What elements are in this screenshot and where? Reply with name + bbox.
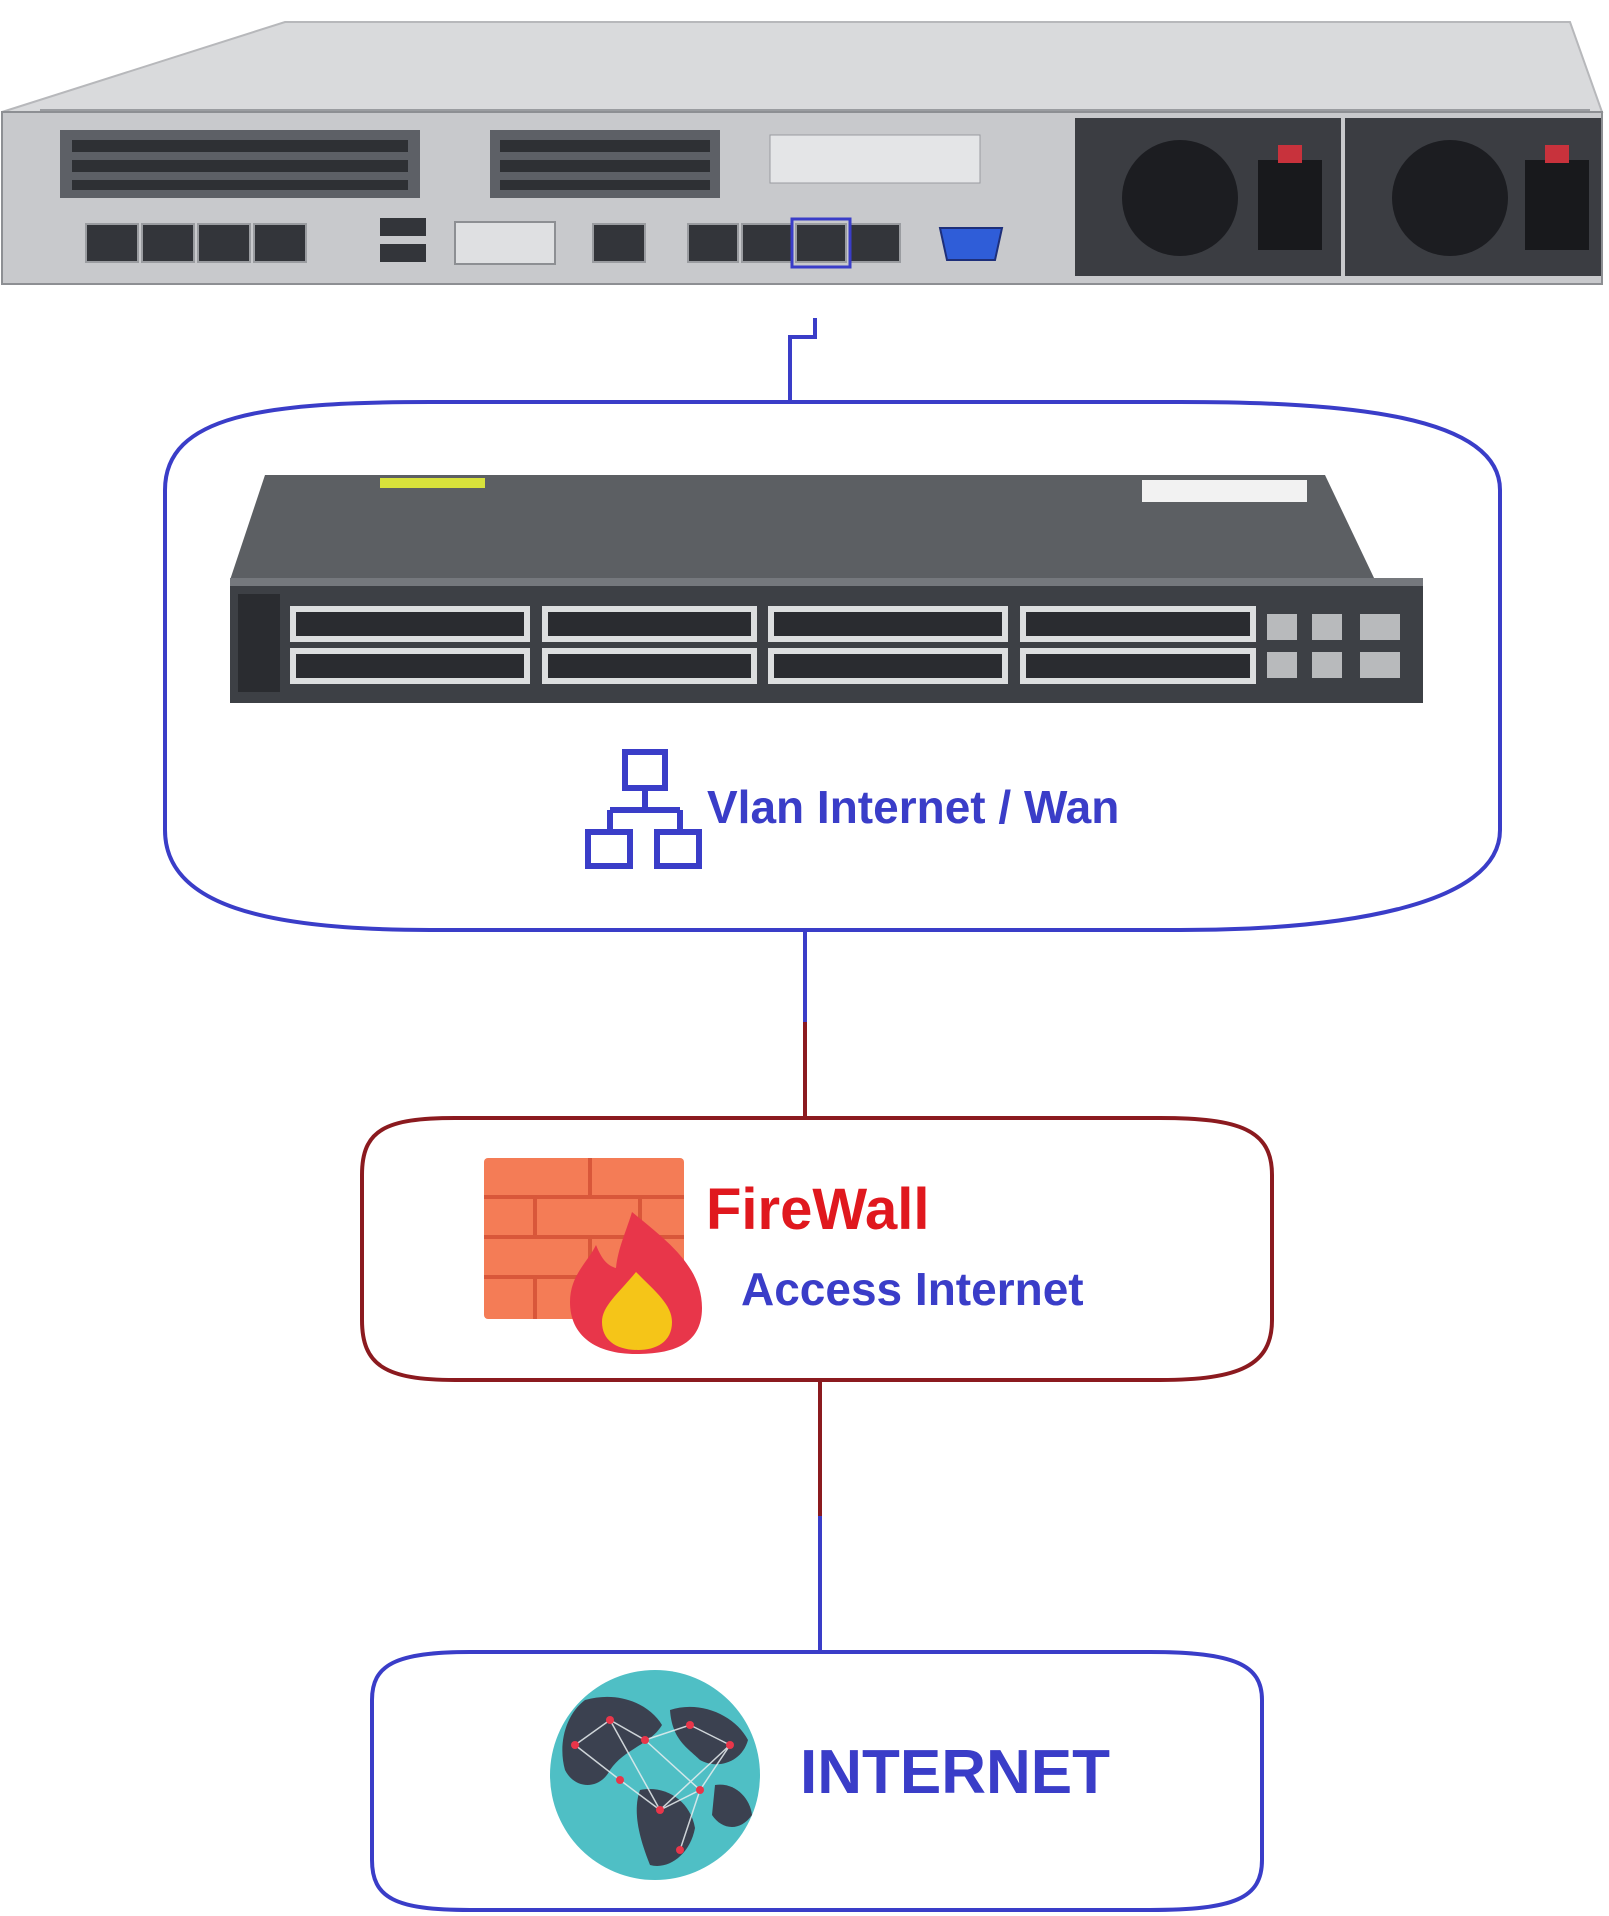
firewall-subtitle: Access Internet [741,1263,1084,1315]
network-switch-image [230,475,1423,703]
firewall-title: FireWall [706,1177,930,1242]
switch-group-box [163,400,1502,932]
globe-icon [550,1670,760,1880]
network-icon [585,749,702,869]
firewall-icon [484,1158,702,1354]
link-server-switch [788,318,817,402]
firewall-group-box [360,1116,1274,1382]
vlan-label: Vlan Internet / Wan [707,781,1120,833]
internet-group-box [370,1650,1264,1912]
internet-label: INTERNET [800,1738,1110,1807]
server-image [1,21,1604,285]
